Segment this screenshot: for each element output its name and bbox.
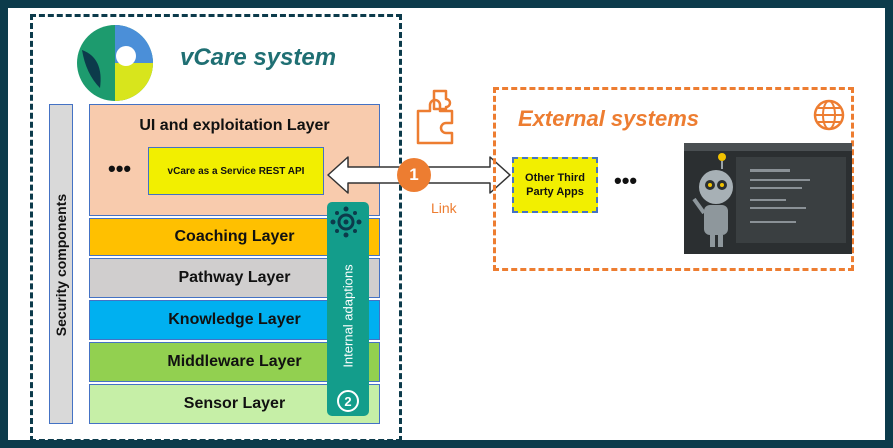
app-screenshot-image (684, 143, 852, 254)
network-cog-icon (330, 206, 362, 238)
ui-layer-label: UI and exploitation Layer (139, 117, 330, 134)
link-label: Link (431, 200, 457, 216)
step-2-badge: 2 (337, 390, 359, 412)
vcare-logo (77, 25, 153, 101)
step-1-badge: 1 (397, 158, 431, 192)
ui-ellipsis: ••• (108, 156, 132, 181)
third-party-apps-box: Other Third Party Apps (512, 157, 598, 213)
external-systems-boundary (493, 87, 854, 271)
security-components-label: Security components (53, 193, 69, 337)
security-components-bar (49, 104, 73, 424)
vcare-system-boundary (30, 14, 402, 442)
external-ellipsis: ••• (614, 168, 638, 193)
system-title: vCare system (180, 44, 337, 71)
puzzle-icon (416, 89, 454, 145)
internal-adaptions-label: Internal adaptions (340, 264, 356, 368)
external-systems-title: External systems (518, 106, 699, 131)
internal-adaptions-bar (327, 202, 369, 416)
globe-icon (813, 99, 845, 131)
rest-api-box: vCare as a Service REST API (148, 147, 324, 195)
